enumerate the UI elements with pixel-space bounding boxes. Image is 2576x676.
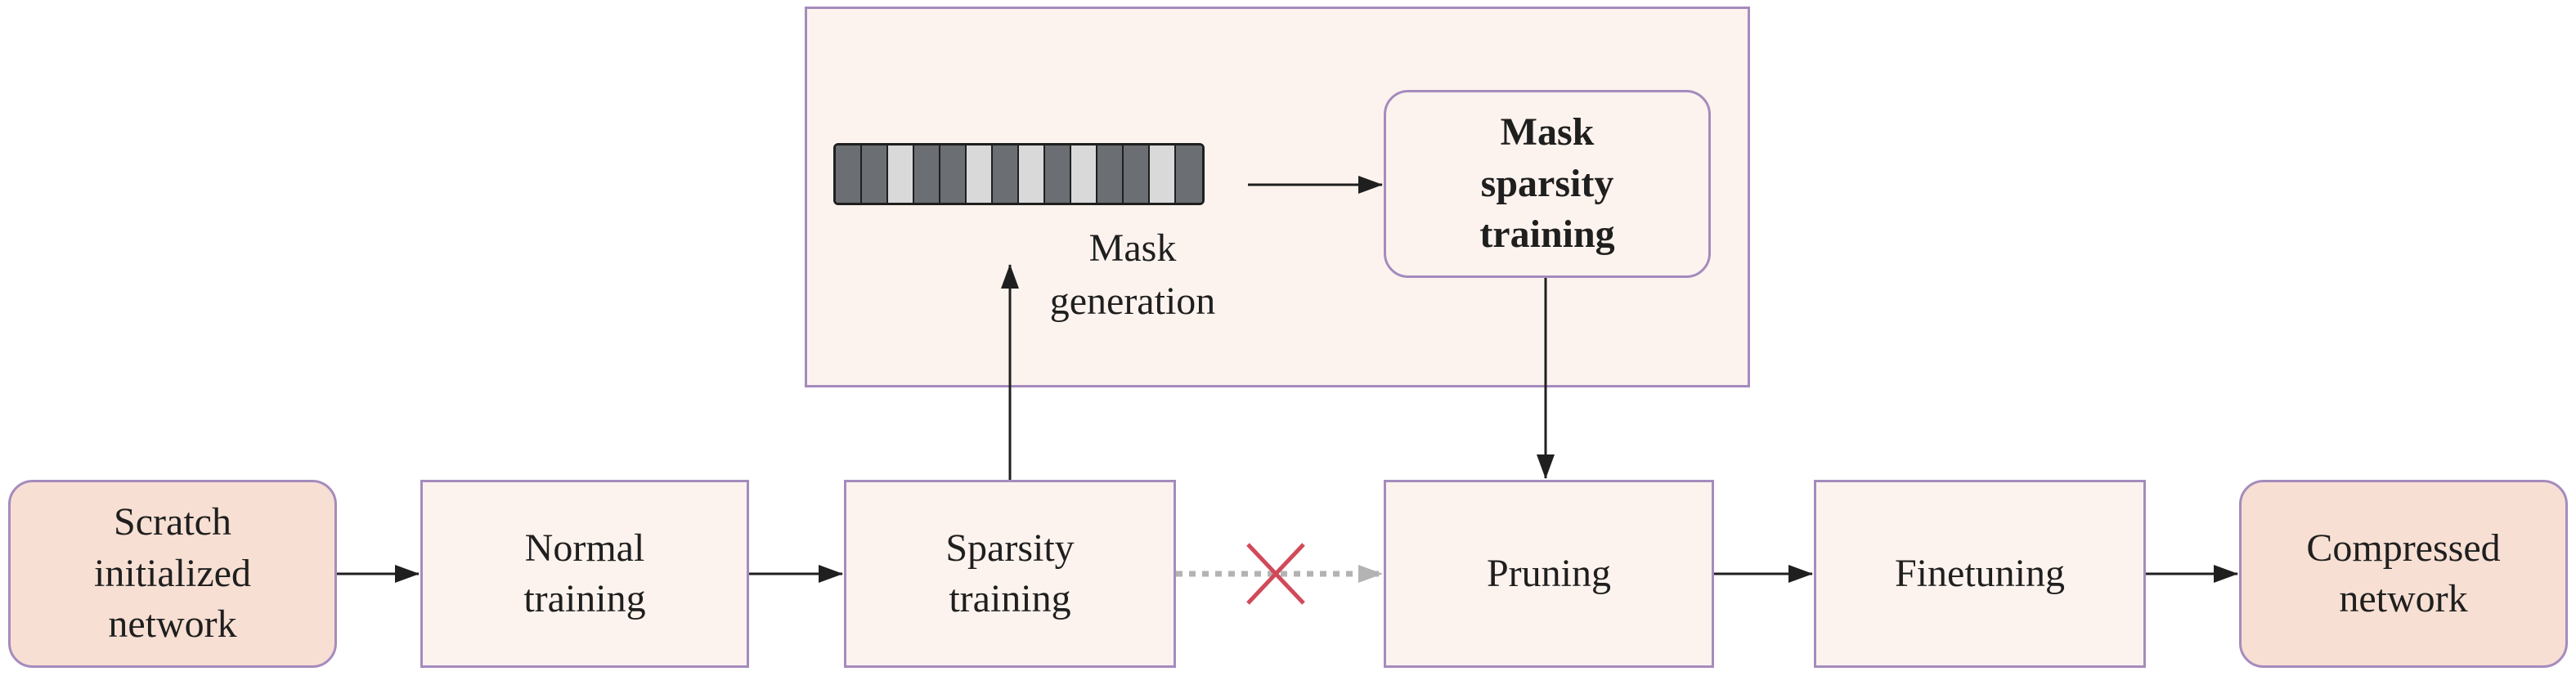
normal-training-label: Normal training xyxy=(523,526,646,620)
sparsity-training-node: Sparsity training xyxy=(844,480,1176,668)
mask-cell xyxy=(1176,145,1202,203)
scratch-network-label: Scratch initialized network xyxy=(94,500,251,647)
pruning-node: Pruning xyxy=(1384,480,1714,668)
mask-cell xyxy=(1150,145,1176,203)
mask-cell xyxy=(914,145,940,203)
compressed-network-node: Compressed network xyxy=(2239,480,2568,668)
mask-cell xyxy=(1071,145,1097,203)
mask-cell xyxy=(862,145,888,203)
mask-cell xyxy=(940,145,967,203)
finetuning-node: Finetuning xyxy=(1814,480,2146,668)
skip-cross-icon xyxy=(1246,543,1305,605)
mask-cell xyxy=(1019,145,1045,203)
sparsity-training-label: Sparsity training xyxy=(945,526,1075,620)
mask-sparsity-training-label: Mask sparsity training xyxy=(1479,110,1615,257)
mask-cell xyxy=(836,145,862,203)
mask-generation-label: Mask generation xyxy=(1049,226,1216,323)
mask-cell xyxy=(1045,145,1071,203)
mask-cell xyxy=(888,145,914,203)
pruning-label: Pruning xyxy=(1486,551,1611,595)
mask-cell xyxy=(993,145,1019,203)
compressed-network-label: Compressed network xyxy=(2306,526,2501,620)
mask-cell xyxy=(967,145,993,203)
finetuning-label: Finetuning xyxy=(1894,551,2065,595)
scratch-network-node: Scratch initialized network xyxy=(8,480,337,668)
normal-training-node: Normal training xyxy=(420,480,749,668)
mask-vector xyxy=(833,143,1205,205)
mask-sparsity-training-node: Mask sparsity training xyxy=(1384,90,1711,278)
mask-cell xyxy=(1124,145,1150,203)
mask-cell xyxy=(1097,145,1124,203)
